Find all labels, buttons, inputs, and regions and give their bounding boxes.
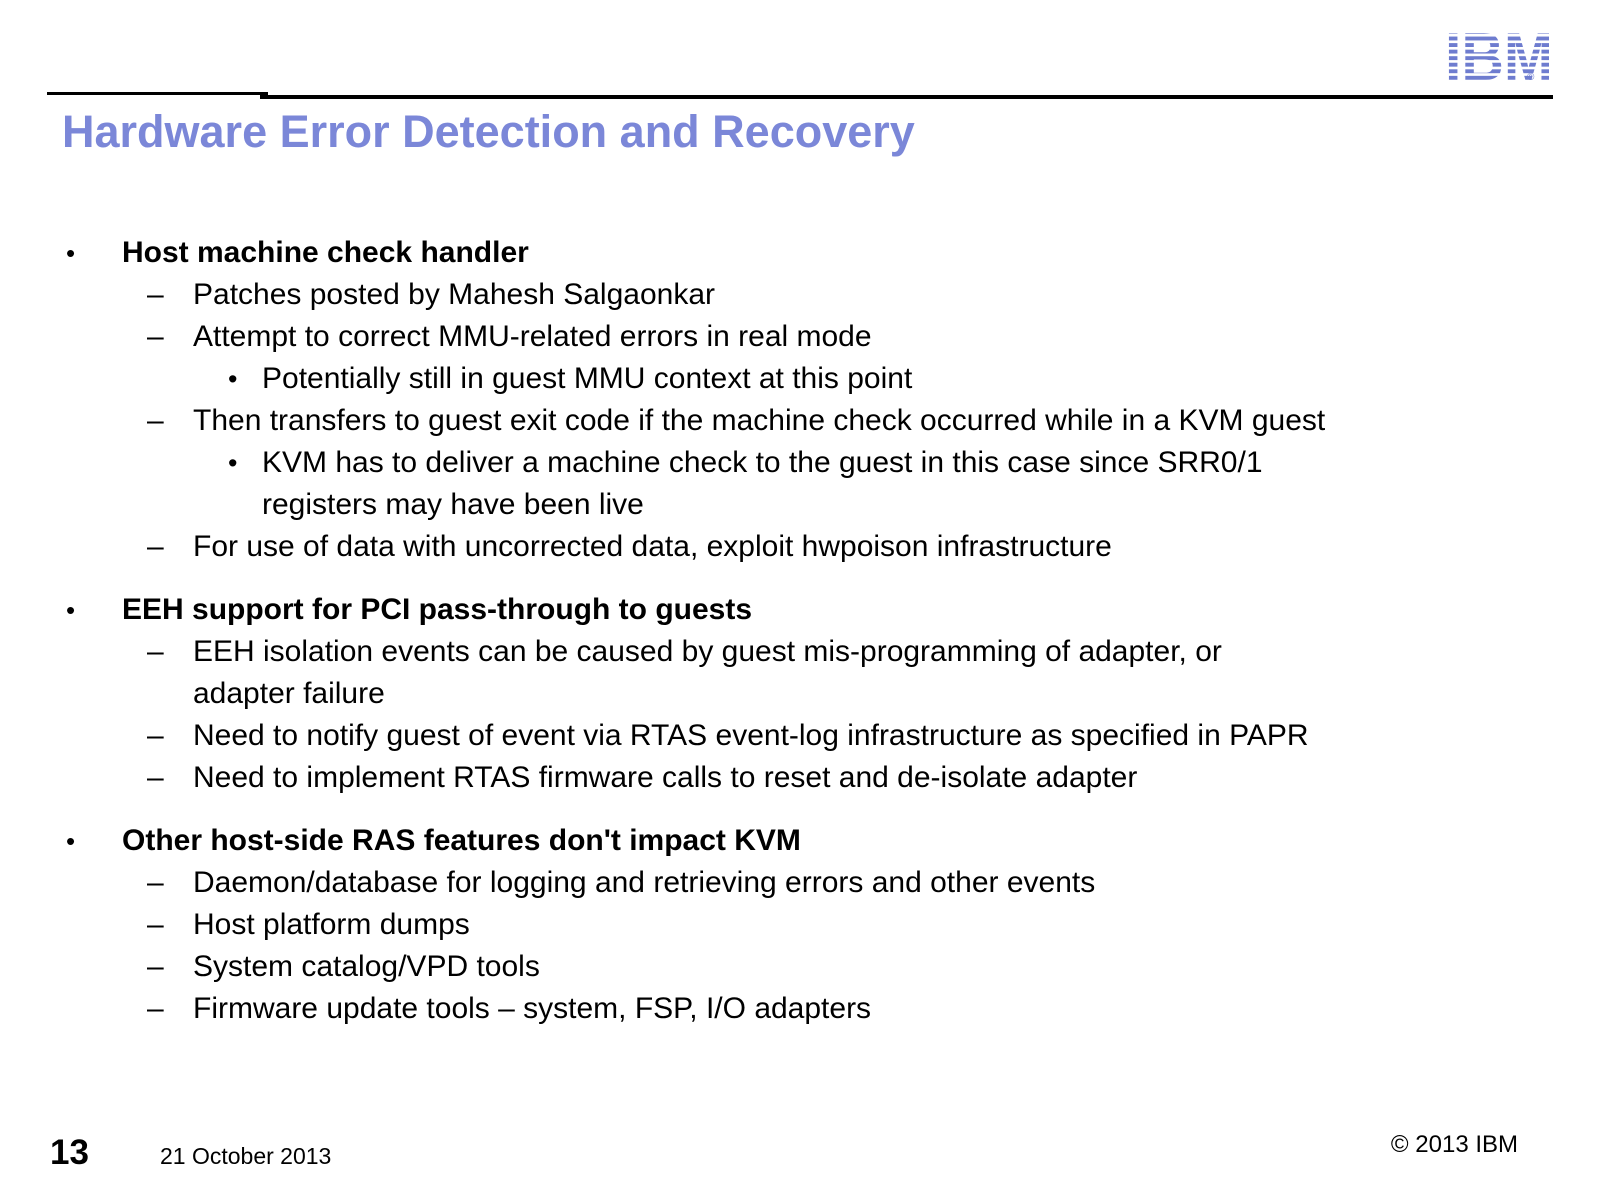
item-text: Daemon/database for logging and retrievi… xyxy=(193,866,1096,899)
bullet-heading: • Other host-side RAS features don't imp… xyxy=(0,820,1600,862)
registered-trademark-icon: ® xyxy=(1527,72,1535,83)
list-item: – Need to implement RTAS firmware calls … xyxy=(0,757,1600,799)
list-item: – Then transfers to guest exit code if t… xyxy=(0,400,1600,442)
dash-icon: – xyxy=(147,719,164,752)
dash-icon: – xyxy=(147,320,164,353)
item-text: Attempt to correct MMU-related errors in… xyxy=(193,320,872,353)
sub-bullet-icon: • xyxy=(228,448,238,478)
list-item: – System catalog/VPD tools xyxy=(0,946,1600,988)
footer-date: 21 October 2013 xyxy=(160,1143,332,1169)
item-text: System catalog/VPD tools xyxy=(193,950,540,983)
ibm-logo-text: IBM xyxy=(1447,30,1553,82)
item-text: Then transfers to guest exit code if the… xyxy=(193,404,1326,437)
list-item: – Attempt to correct MMU-related errors … xyxy=(0,316,1600,358)
item-text: Firmware update tools – system, FSP, I/O… xyxy=(193,992,872,1025)
dash-icon: – xyxy=(147,908,164,941)
dash-icon: – xyxy=(147,950,164,983)
item-text: KVM has to deliver a machine check to th… xyxy=(262,446,1263,479)
list-item: – Host platform dumps xyxy=(0,904,1600,946)
heading-text: Other host-side RAS features don't impac… xyxy=(122,824,801,857)
dash-icon: – xyxy=(147,404,164,437)
list-item: • KVM has to deliver a machine check to … xyxy=(0,442,1600,526)
bullet-icon: • xyxy=(66,238,76,268)
dash-icon: – xyxy=(147,992,164,1025)
item-text: For use of data with uncorrected data, e… xyxy=(193,530,1112,563)
item-text: EEH isolation events can be caused by gu… xyxy=(193,635,1222,668)
bullet-icon: • xyxy=(66,826,76,856)
copyright-text: © 2013 IBM xyxy=(1390,1131,1518,1158)
dash-icon: – xyxy=(147,530,164,563)
list-item: – Daemon/database for logging and retrie… xyxy=(0,862,1600,904)
item-text: Potentially still in guest MMU context a… xyxy=(262,362,913,395)
item-text: Host platform dumps xyxy=(193,908,470,941)
ibm-logo-icon: IBM xyxy=(1447,30,1553,82)
list-item: – Patches posted by Mahesh Salgaonkar xyxy=(0,274,1600,316)
header-rule-main xyxy=(260,95,1553,99)
item-text-continued: adapter failure xyxy=(193,677,385,710)
list-item: – Firmware update tools – system, FSP, I… xyxy=(0,988,1600,1030)
list-item: • Potentially still in guest MMU context… xyxy=(0,358,1600,400)
item-text: Need to implement RTAS firmware calls to… xyxy=(193,761,1138,794)
page-number: 13 xyxy=(50,1133,89,1172)
header-rule-left xyxy=(47,92,268,95)
dash-icon: – xyxy=(147,278,164,311)
heading-text: Host machine check handler xyxy=(122,236,529,269)
slide-title: Hardware Error Detection and Recovery xyxy=(62,106,915,157)
list-item: – Need to notify guest of event via RTAS… xyxy=(0,715,1600,757)
sub-bullet-icon: • xyxy=(228,364,238,394)
dash-icon: – xyxy=(147,866,164,899)
bullet-heading: • Host machine check handler xyxy=(0,232,1600,274)
heading-text: EEH support for PCI pass-through to gues… xyxy=(122,593,753,626)
slide-body: • Host machine check handler – Patches p… xyxy=(0,232,1600,1030)
dash-icon: – xyxy=(147,635,164,668)
bullet-heading: • EEH support for PCI pass-through to gu… xyxy=(0,589,1600,631)
bullet-icon: • xyxy=(66,595,76,625)
item-text: Need to notify guest of event via RTAS e… xyxy=(193,719,1309,752)
list-item: – For use of data with uncorrected data,… xyxy=(0,526,1600,568)
list-item: – EEH isolation events can be caused by … xyxy=(0,631,1600,715)
item-text: Patches posted by Mahesh Salgaonkar xyxy=(193,278,715,311)
item-text-continued: registers may have been live xyxy=(262,488,644,521)
dash-icon: – xyxy=(147,761,164,794)
